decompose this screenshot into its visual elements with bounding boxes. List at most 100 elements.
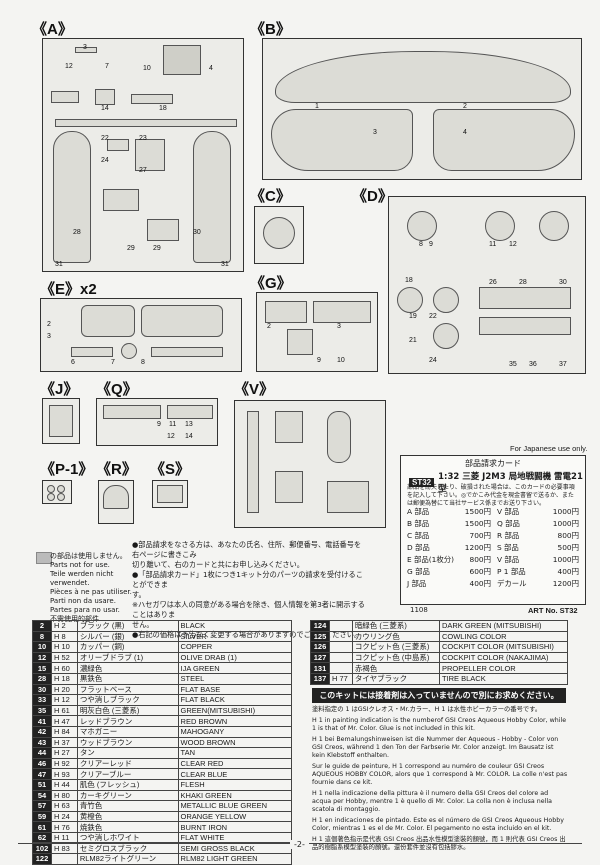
color-code: 12: [32, 651, 52, 664]
color-name-jp: クリアーレッド: [76, 757, 179, 770]
fuselage-half: [193, 131, 231, 263]
color-code: 124: [310, 620, 330, 632]
hobby-color-code: H 83: [51, 842, 78, 855]
runner-part: [47, 493, 55, 501]
runner-part: [287, 329, 313, 355]
frame-label-j: 《J》: [40, 381, 79, 398]
color-name-jp: 青竹色: [76, 800, 179, 812]
color-name-en: FLAT WHITE: [177, 831, 293, 844]
runner-part: [275, 471, 303, 503]
color-name-en: IJA GREEN: [177, 662, 293, 674]
frame-label-p1: 《P-1》: [40, 461, 94, 478]
color-name-en: FLESH: [177, 778, 293, 791]
color-name-jp: セミグロスブラック: [76, 842, 179, 855]
color-name-jp: 黒鉄色: [76, 672, 179, 685]
runner-frame-r: [98, 480, 134, 524]
color-name-en: STEEL: [177, 672, 293, 685]
frame-label-b: 《B》: [250, 21, 291, 38]
frame-label-v: 《V》: [234, 381, 275, 398]
runner-part: [479, 287, 571, 309]
runner-frame-g: 2 3 9 10: [256, 292, 378, 372]
color-name-en: BLACK: [177, 620, 293, 632]
color-name-jp: コクピット色 (三菱系): [351, 641, 440, 653]
fuselage-half: [53, 131, 91, 263]
kit-name: 1:32 三菱 J2M3 局地戦闘機 雷電21型: [438, 472, 583, 494]
color-name-en: OLIVE DRAB (1): [177, 651, 293, 664]
runner-frame-s: [152, 480, 188, 508]
canopy-part: [263, 217, 295, 249]
runner-part: [167, 405, 213, 419]
hobby-color-code: H 93: [51, 768, 78, 780]
color-name-jp: 肌色 (フレッシュ): [76, 778, 179, 791]
runner-part: [103, 485, 129, 509]
hobby-color-code: H 60: [51, 662, 78, 674]
frame-label-c: 《C》: [250, 188, 291, 205]
color-code: 102: [32, 842, 52, 855]
runner-part: [121, 343, 137, 359]
color-name-en: RLM82 LIGHT GREEN: [177, 853, 293, 865]
runner-part: [141, 305, 223, 337]
color-code: 57: [32, 800, 52, 812]
color-code: 35: [32, 704, 52, 717]
hobby-color-code: [329, 630, 353, 643]
color-code: 47: [32, 768, 52, 780]
runner-part: [95, 89, 115, 105]
color-name-jp: タイヤブラック: [351, 672, 440, 685]
hobby-color-code: H 11: [51, 831, 78, 844]
color-name-en: SEMI GROSS BLACK: [177, 842, 293, 855]
frame-label-q: 《Q》: [96, 381, 138, 398]
engine-cylinder: [433, 323, 459, 349]
color-code: 54: [32, 789, 52, 802]
hobby-color-code: H 63: [51, 800, 78, 812]
hobby-color-code: H 8: [51, 630, 78, 643]
color-name-jp: クリアーブルー: [76, 768, 179, 780]
unused-part-swatch: [36, 552, 52, 564]
color-name-jp: 黄橙色: [76, 810, 179, 823]
runner-part: [49, 405, 73, 437]
color-code: 122: [32, 853, 52, 865]
color-name-en: CLEAR BLUE: [177, 768, 293, 780]
runner-part: [157, 485, 183, 503]
color-name-en: COCKPIT COLOR (MITSUBISHI): [438, 641, 569, 653]
color-name-en: COCKPIT COLOR (NAKAJIMA): [438, 651, 569, 664]
code-number: 1108: [410, 606, 428, 614]
hobby-color-code: H 37: [51, 736, 78, 749]
paint-notes: 塗料指定の 1 はGSIクレオス・Mr.カラー、H 1 は水性ホビーカラーの番号…: [312, 706, 568, 851]
engine-cylinder: [407, 211, 437, 241]
hobby-color-code: H 77: [329, 672, 353, 685]
hobby-color-code: [329, 662, 353, 674]
color-name-en: GREEN(MITSUBISHI): [177, 704, 293, 717]
color-code: 61: [32, 821, 52, 833]
runner-frame-b: 1 2 3 4: [262, 38, 582, 180]
color-code: 137: [310, 672, 330, 685]
color-code: 62: [32, 831, 52, 844]
color-name-jp: オリーブドラブ (1): [76, 651, 179, 664]
color-code: 46: [32, 757, 52, 770]
page-number: -2-: [290, 840, 309, 849]
price-row: E 部品(1枚分)800円: [407, 555, 491, 564]
kit-code-badge: ST32: [409, 477, 435, 487]
color-name-en: BURNT IRON: [177, 821, 293, 833]
hobby-color-code: H 84: [51, 725, 78, 738]
color-name-jp: レッドブラウン: [76, 715, 179, 727]
color-name-en: TIRE BLACK: [438, 672, 569, 685]
runner-part: [147, 219, 179, 241]
japanese-use-only: For Japanese use only.: [510, 444, 588, 453]
